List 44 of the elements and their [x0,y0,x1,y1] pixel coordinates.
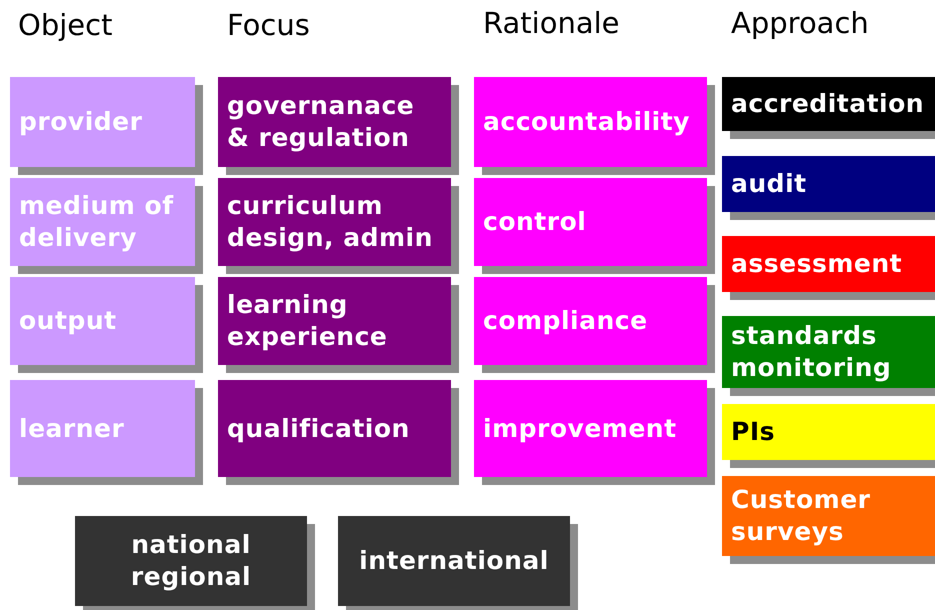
category-box [218,380,451,477]
box-label: assessment [731,248,902,280]
category-box [722,404,935,460]
category-box [75,516,307,606]
box-label: audit [731,168,807,200]
box-label: standards monitoring [731,320,892,384]
category-box [722,316,935,388]
box-label: medium of delivery [19,190,175,254]
category-box [10,77,195,167]
box-label: accountability [483,106,690,138]
box-label: output [19,305,117,337]
category-box [474,277,707,365]
category-box [474,77,707,167]
category-box [218,277,451,365]
box-label: international [359,545,549,577]
category-box [10,380,195,477]
box-label: curriculum design, admin [227,190,434,254]
category-box [722,476,935,556]
box-label: improvement [483,412,677,444]
box-label: control [483,206,586,238]
category-box [10,178,195,266]
category-box [338,516,570,606]
category-box [722,236,935,292]
box-label: provider [19,106,142,138]
box-label: qualification [227,412,410,444]
box-label: PIs [731,416,776,448]
box-label: learning experience [227,289,388,353]
box-label: Customer surveys [731,484,872,548]
box-label: accreditation [731,88,924,120]
column-heading: Approach [731,6,869,41]
column-heading: Rationale [483,6,620,41]
category-box [474,380,707,477]
column-heading: Object [18,8,112,43]
category-box [218,178,451,266]
box-label: national regional [130,529,252,593]
box-label: learner [19,412,124,444]
category-box [474,178,707,266]
category-box [10,277,195,365]
category-box [218,77,451,167]
box-label: compliance [483,305,648,337]
box-label: governanace & regulation [227,90,416,154]
category-box [722,77,935,131]
column-heading: Focus [227,8,310,43]
category-box [722,156,935,212]
